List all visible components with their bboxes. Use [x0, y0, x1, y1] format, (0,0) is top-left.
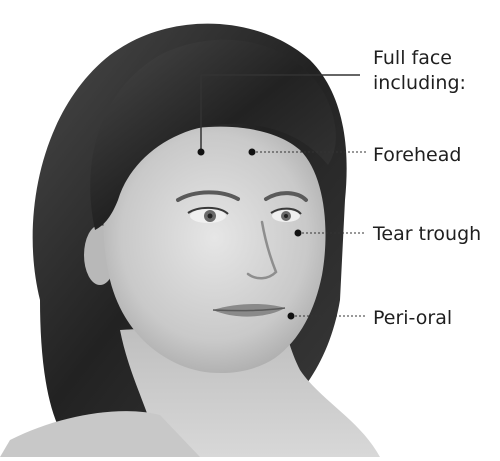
label-full-face: Full face	[373, 46, 452, 70]
label-forehead: Forehead	[373, 143, 461, 167]
label-peri-oral: Peri-oral	[373, 306, 452, 330]
label-including: including:	[373, 71, 466, 95]
label-tear-trough: Tear trough	[373, 222, 481, 246]
